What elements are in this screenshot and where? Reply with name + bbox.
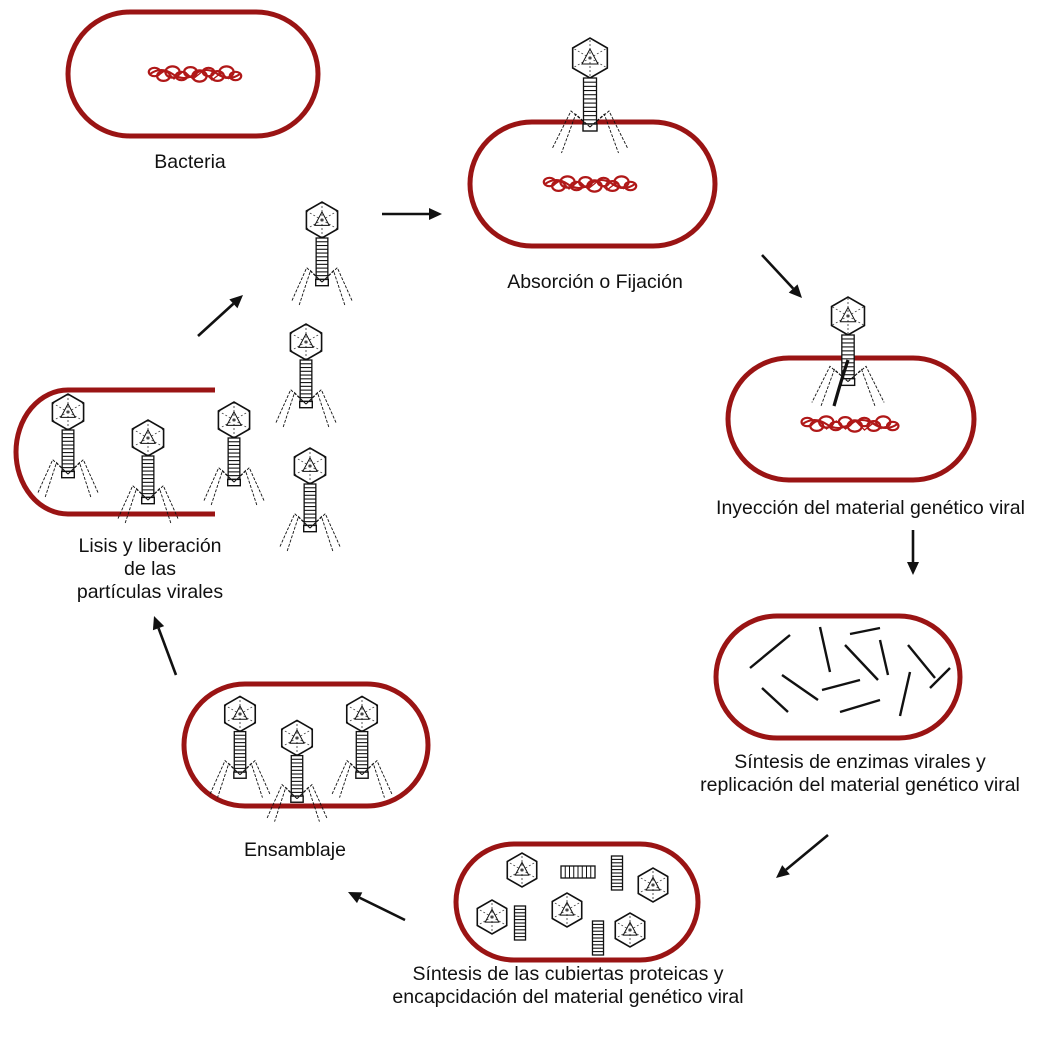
viral-dna-fragment [749, 634, 791, 669]
label-line: replicación del material genético viral [700, 774, 1020, 796]
label-line: Absorción o Fijación [507, 271, 683, 293]
viral-dna-fragment [849, 626, 881, 636]
viral-dna-icon [147, 65, 243, 83]
viral-dna-fragment [821, 678, 861, 692]
phage-tail-icon [513, 905, 527, 941]
phage-icon [278, 447, 342, 552]
arrow-icon [152, 616, 178, 676]
phage-icon [116, 419, 180, 524]
arrow-icon [761, 254, 802, 298]
arrow-icon [382, 208, 442, 220]
viral-dna-fragment [878, 639, 890, 676]
viral-dna-fragment [929, 667, 951, 689]
arrow-icon [197, 295, 243, 337]
phage-tail-icon [591, 920, 605, 956]
viral-dna-icon [542, 175, 638, 193]
arrow-icon [776, 833, 829, 878]
phage-head-icon [476, 899, 508, 935]
label-bacteria: Bacteria [100, 151, 280, 174]
viral-dna-fragment [761, 687, 789, 713]
label-absorcion: Absorción o Fijación [450, 271, 740, 294]
label-ensamblaje: Ensamblaje [205, 839, 385, 862]
viral-dna-fragment [907, 644, 936, 679]
label-line: de las [123, 558, 177, 580]
viral-dna-fragment [839, 698, 881, 714]
arrow-icon [348, 892, 406, 922]
phage-head-icon [637, 867, 669, 903]
label-lisis: Lisis y liberación de las partículas vir… [30, 535, 270, 604]
viral-dna-fragment [898, 671, 912, 717]
phage-icon [209, 695, 271, 798]
phage-icon [202, 401, 266, 506]
label-line: Síntesis de las cubiertas proteicas y [412, 963, 724, 985]
phage-head-icon [506, 852, 538, 888]
phage-icon [331, 695, 393, 798]
label-inyeccion: Inyección del material genético viral [683, 497, 1058, 520]
label-line: partículas virales [76, 581, 224, 603]
phage-tail-icon [560, 865, 596, 879]
phage-tail-icon [610, 855, 624, 891]
viral-dna-fragments [749, 626, 951, 717]
phage-icon [36, 393, 100, 498]
phage-head-icon [614, 912, 646, 948]
phage-icon [290, 201, 354, 306]
viral-dna-icon [800, 415, 900, 433]
phage-icon [266, 719, 328, 822]
label-sintesis-cubiertas: Síntesis de las cubiertas proteicas y en… [358, 963, 778, 1009]
label-line: Síntesis de enzimas virales y [734, 751, 986, 773]
phage-icon [551, 37, 629, 154]
phage-head-icon [551, 892, 583, 928]
viral-dna-strand [832, 359, 850, 407]
phage-icon [811, 296, 885, 407]
label-line: Ensamblaje [244, 839, 346, 861]
bacterium-cell-icon [713, 613, 963, 741]
label-line: encapcidación del material genético vira… [392, 986, 744, 1008]
label-line: Inyección del material genético viral [716, 497, 1025, 519]
arrow-icon [907, 530, 919, 575]
label-sintesis-enzimas: Síntesis de enzimas virales y replicació… [660, 751, 1060, 797]
label-line: Lisis y liberación [78, 535, 222, 557]
viral-dna-fragment [818, 626, 832, 673]
viral-dna-fragment [844, 644, 879, 681]
phage-icon [274, 323, 338, 428]
label-line: Bacteria [154, 151, 226, 173]
viral-dna-fragment [781, 674, 819, 701]
